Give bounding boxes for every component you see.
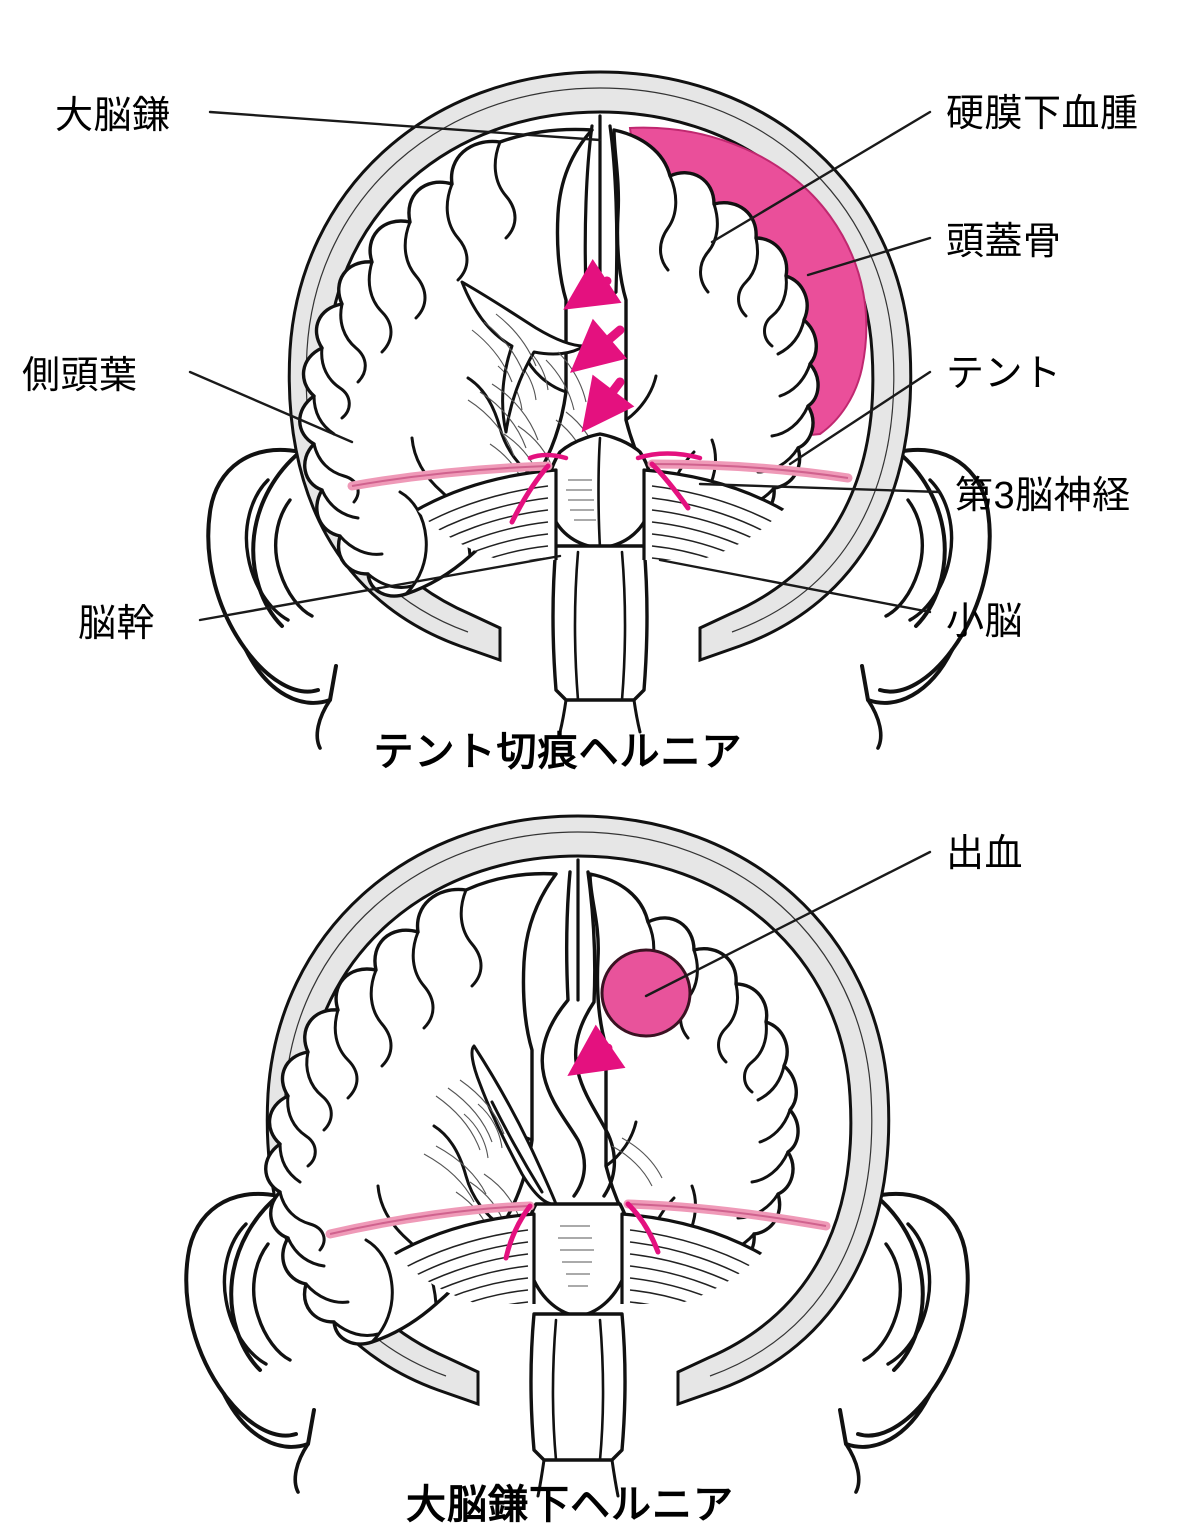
deep-gray-matter-hatching-b (423, 1079, 663, 1203)
leader-falx (208, 110, 602, 142)
intracerebral-hemorrhage-shape (600, 948, 692, 1038)
leader-brainstem (198, 554, 562, 622)
panel-tentorial-herniation: 大脳鎌 側頭葉 脳幹 硬膜下血腫 頭蓋骨 テント 第3脳神経 小脳 テント切痕ヘ… (22, 70, 1139, 774)
label-falx: 大脳鎌 (55, 95, 171, 137)
label-subdural: 硬膜下血腫 (946, 93, 1139, 135)
panel-subfalcine-herniation: 出血 大脳鎌下ヘルニア (184, 814, 1023, 1527)
tentorium-cerebelli-b (325, 1199, 831, 1261)
mass-effect-arrows (563, 258, 635, 433)
tentorium-cerebelli (347, 459, 853, 525)
lateral-ventricle-left (460, 280, 586, 434)
label-tentorium: テント (946, 353, 1062, 395)
caption-tentorial-herniation: テント切痕ヘルニア (374, 730, 743, 774)
deep-gray-matter-hatching (467, 313, 601, 469)
leader-tentorium (788, 370, 932, 466)
third-cranial-nerve (527, 451, 703, 461)
ear-right-b (838, 1191, 970, 1494)
ear-left-b (184, 1191, 316, 1494)
label-cerebellum: 小脳 (946, 601, 1023, 643)
leader-cerebellum (658, 558, 932, 614)
brainstem-and-midbrain (546, 432, 654, 734)
label-hemorrhage: 出血 (946, 833, 1023, 875)
label-temporal: 側頭葉 (22, 355, 138, 397)
brainstem-b (523, 1202, 633, 1498)
lateral-ventricle-left-b (470, 1044, 558, 1206)
leader-cn3 (698, 482, 942, 494)
label-cn3: 第3脳神経 (955, 475, 1131, 517)
label-skull: 頭蓋骨 (946, 221, 1062, 263)
leader-hemorrhage (644, 850, 932, 998)
leader-skull (806, 236, 932, 277)
midline-shift-arrow (567, 1024, 626, 1076)
ear-right (860, 447, 992, 750)
leader-lines-panel-a (188, 110, 942, 622)
leader-temporal (188, 370, 354, 444)
label-brainstem: 脳幹 (78, 603, 155, 645)
ear-left (206, 447, 338, 750)
caption-subfalcine-herniation: 大脳鎌下ヘルニア (406, 1483, 734, 1527)
leader-subdural (710, 110, 932, 244)
